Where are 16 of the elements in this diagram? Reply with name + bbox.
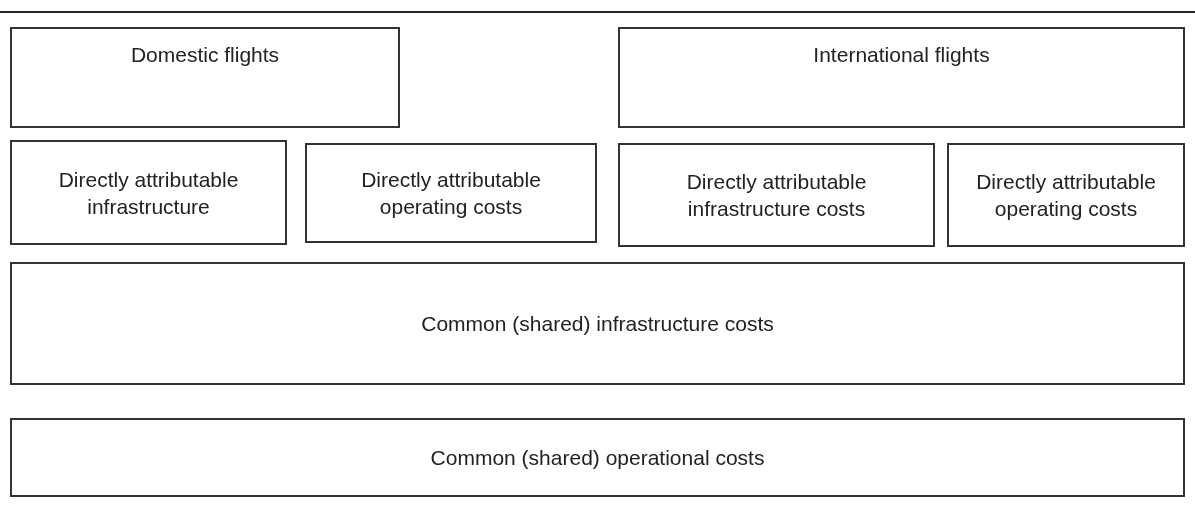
box-label: Directly attributable operating costs [360, 167, 542, 220]
box-label: Common (shared) operational costs [430, 445, 765, 471]
box-label: Directly attributable infrastructure costs [685, 169, 868, 222]
box-label: Directly attributable infrastructure [57, 166, 240, 220]
box-label: International flights [813, 42, 990, 68]
cost-box [10, 27, 400, 128]
cost-box [618, 143, 935, 247]
box-label: Common (shared) infrastructure costs [421, 311, 774, 337]
cost-box [10, 418, 1185, 497]
box-label: Domestic flights [130, 42, 280, 68]
cost-box [618, 27, 1185, 128]
cost-box [10, 262, 1185, 385]
cost-box [947, 143, 1185, 247]
box-label: Directly attributable operating costs [975, 169, 1157, 222]
cost-box [10, 140, 287, 245]
cost-box [305, 143, 597, 243]
